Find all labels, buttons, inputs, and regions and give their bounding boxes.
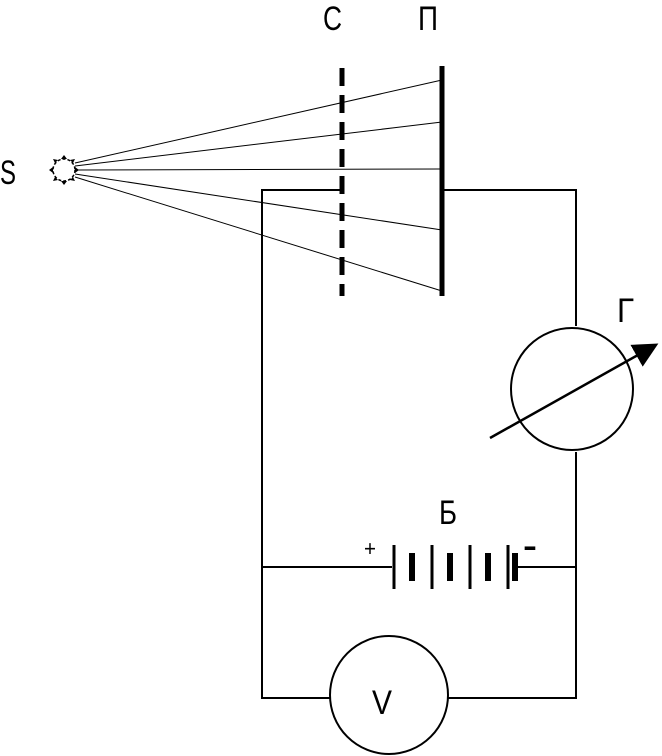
- wire-grid-left: [261, 189, 342, 699]
- light-rays: [74, 79, 443, 292]
- wire-galvanometer-down: [448, 452, 577, 699]
- light-ray: [74, 168, 443, 171]
- voltmeter-icon: [329, 635, 449, 755]
- voltmeter-label: V: [372, 684, 392, 722]
- wire-plate-right: [442, 189, 577, 326]
- light-ray: [74, 176, 443, 292]
- light-source-icon: [49, 155, 79, 185]
- source-label: S: [0, 154, 16, 192]
- battery-icon: [392, 545, 518, 589]
- circuit-wires: [261, 189, 577, 699]
- light-ray: [74, 121, 443, 167]
- plate-label: П: [418, 0, 438, 38]
- battery-plus-label: +: [364, 536, 376, 561]
- light-ray: [74, 173, 443, 231]
- galvanometer-icon: [489, 327, 659, 451]
- battery-label: Б: [439, 494, 457, 532]
- grid-label: С: [323, 0, 342, 38]
- galvanometer-label: Г: [617, 292, 634, 330]
- light-ray: [74, 79, 443, 164]
- battery-minus-label: -: [523, 530, 537, 563]
